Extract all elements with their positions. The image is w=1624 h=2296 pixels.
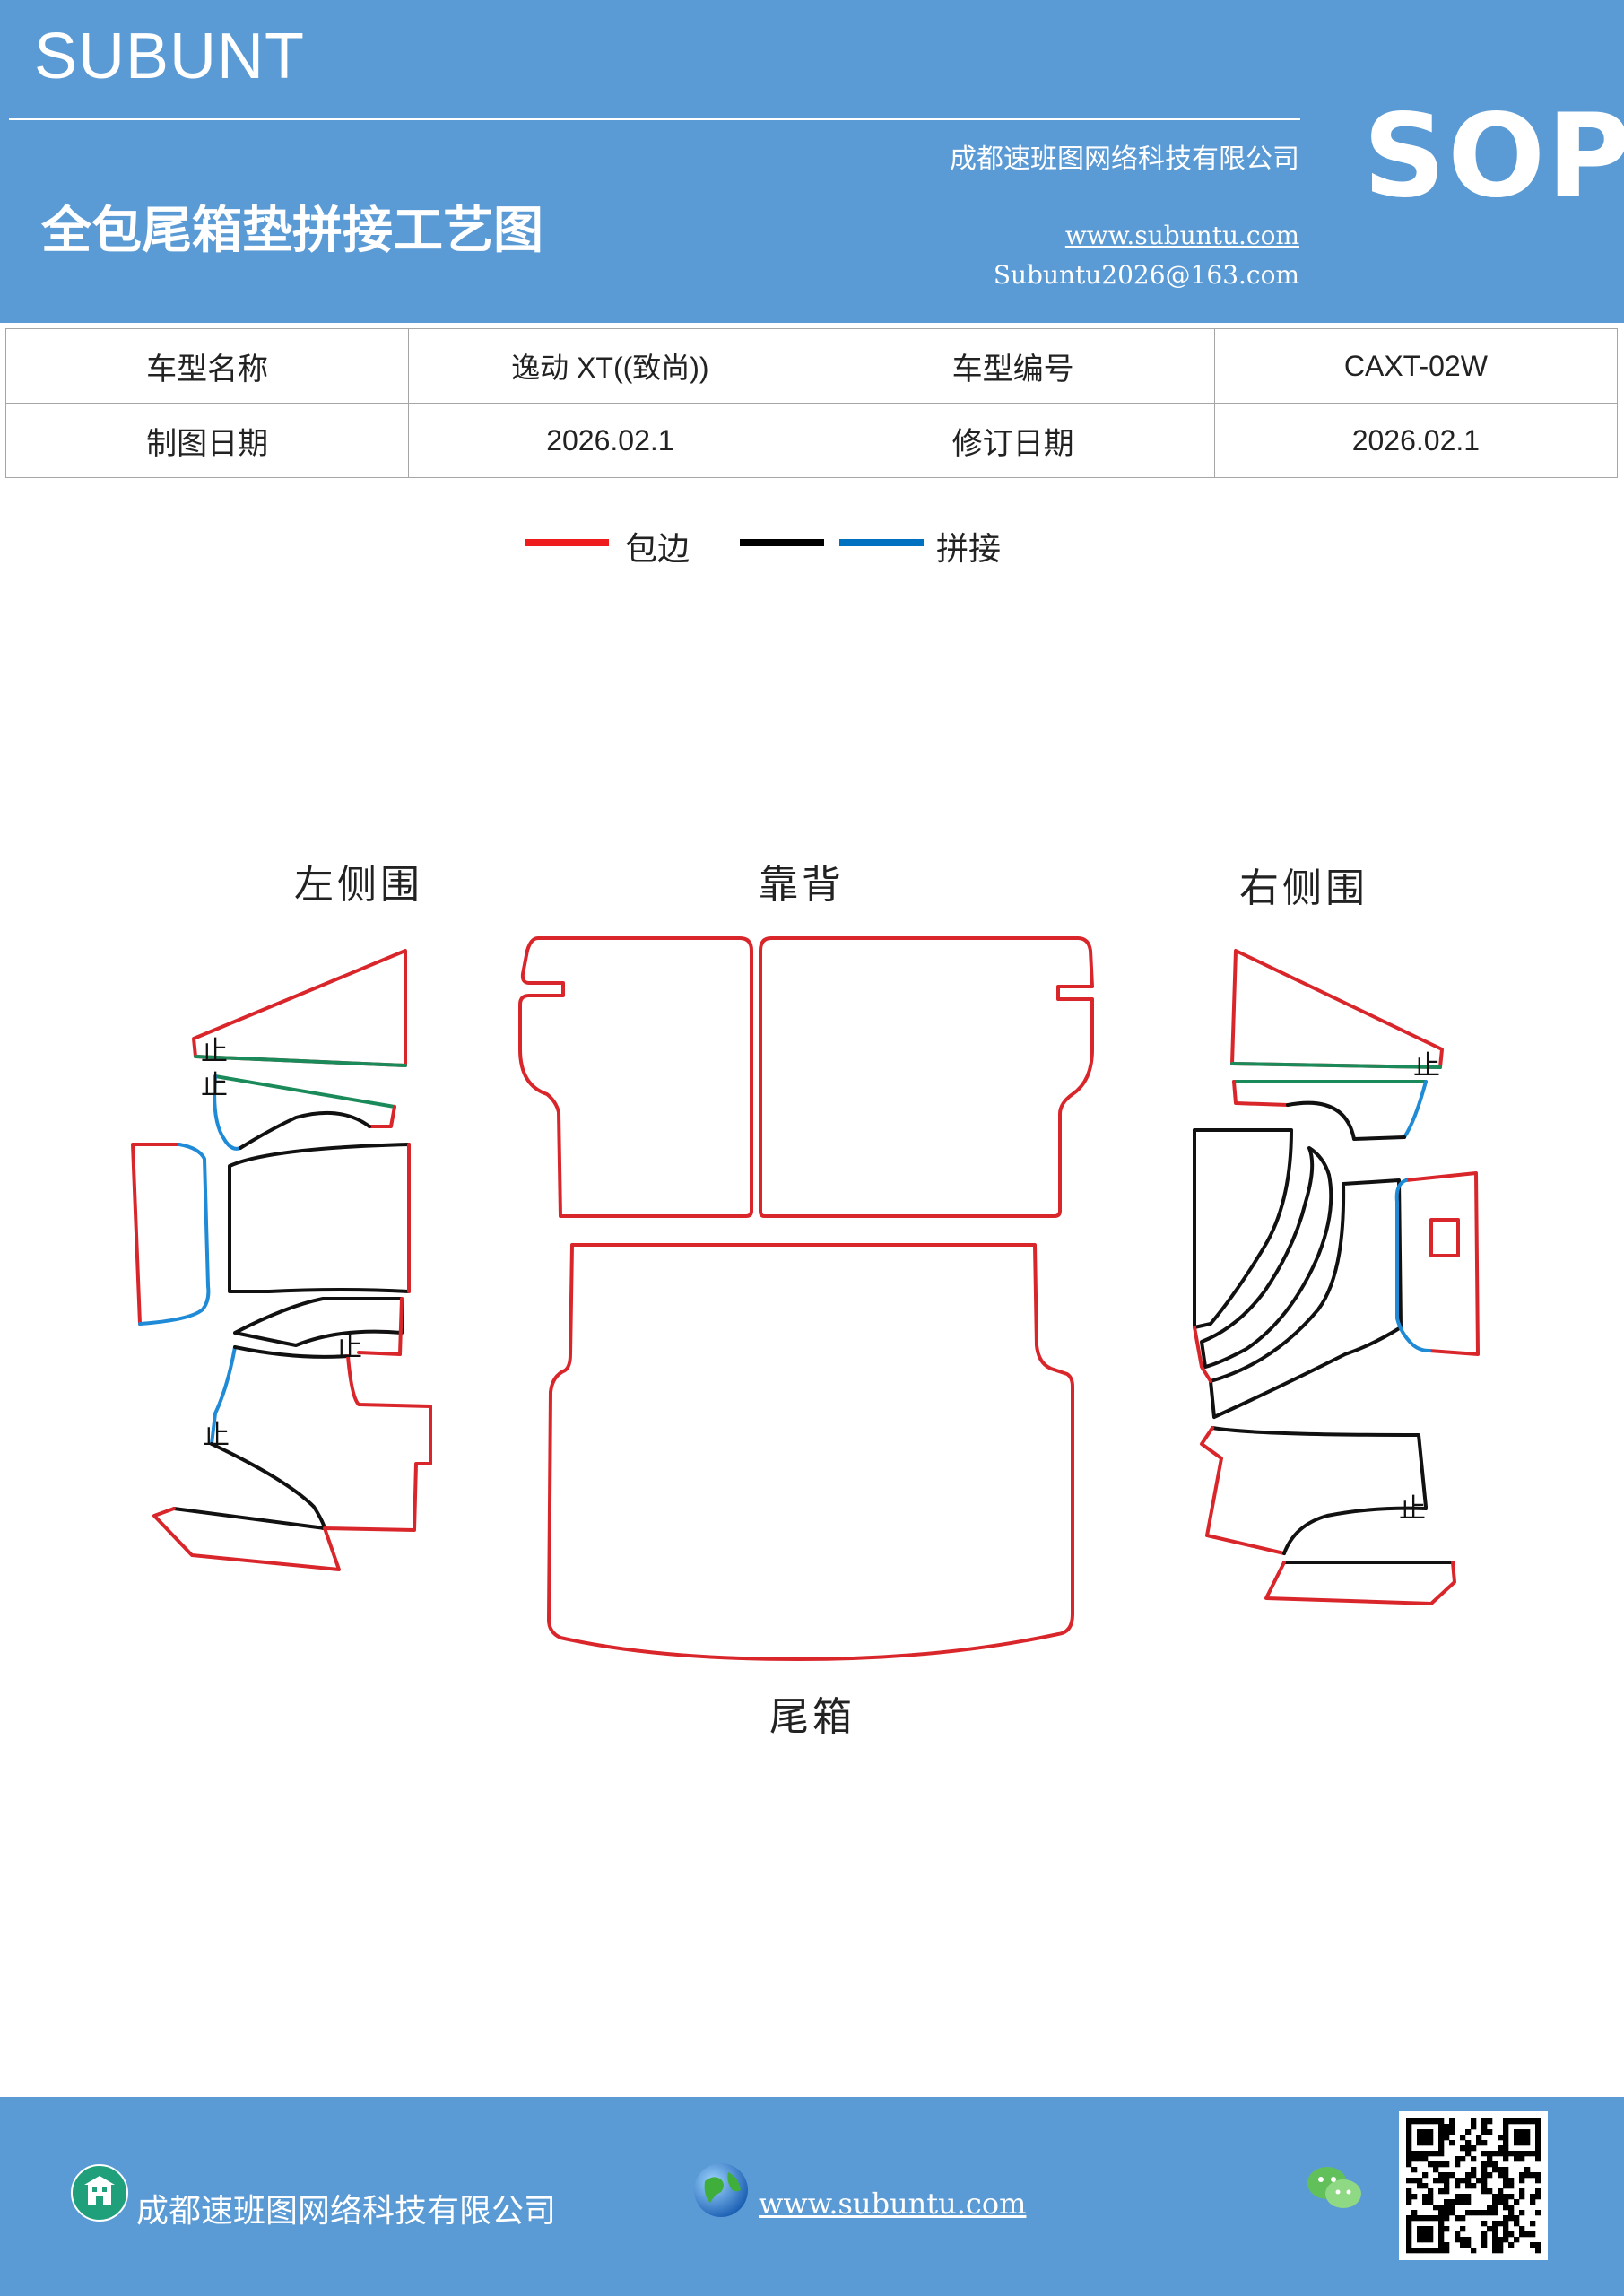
left-top-seam	[194, 1055, 407, 1067]
building-icon	[71, 2164, 128, 2222]
model-code-label: 车型编号	[811, 328, 1215, 404]
legend: 包边 拼接	[0, 525, 1624, 578]
trunk-floor	[547, 1243, 1074, 1661]
left-sill-edge	[152, 1507, 341, 1571]
right-top-piece	[1230, 949, 1444, 1069]
left-lower-small-edge	[357, 1297, 404, 1356]
header-divider	[9, 118, 1300, 120]
left-lower-panel-edge	[321, 1354, 432, 1532]
footer-website-link[interactable]: www.subuntu.com	[759, 2187, 1027, 2221]
footer-company-name: 成都速班图网络科技有限公司	[136, 2193, 557, 2230]
left-outer-panel-edge	[131, 1143, 181, 1326]
diagram-drawing: 止 止 止 止 止 止	[131, 936, 1480, 1661]
right-curve-seam-1	[1286, 1100, 1406, 1141]
left-lower-blue-seam	[210, 1345, 237, 1446]
right-outer-panel-edge	[1404, 1171, 1480, 1356]
right-inner-piece-1	[1193, 1128, 1293, 1329]
sop-badge: SOP	[1363, 90, 1624, 223]
right-strip-blue-seam	[1403, 1080, 1428, 1139]
stop-mark: 止	[1413, 1050, 1440, 1082]
website-link[interactable]: www.subuntu.com	[1064, 221, 1299, 250]
right-lower-seam-curve	[1282, 1506, 1428, 1555]
header-banner: SUBUNT 全包尾箱垫拼接工艺图 成都速班图网络科技有限公司 www.subu…	[0, 0, 1624, 323]
label-left-side: 左侧围	[294, 862, 423, 908]
label-back: 靠背	[759, 862, 845, 908]
legend-swatch-red	[525, 539, 609, 546]
email-address: Subuntu2026@163.com	[993, 260, 1299, 290]
left-lower-black-seam	[210, 1442, 326, 1530]
wechat-icon[interactable]	[1304, 2161, 1365, 2215]
right-inner-piece-3	[1209, 1178, 1403, 1419]
model-name-value: 逸动 XT((致尚))	[408, 328, 812, 404]
right-outer-panel-seam	[1394, 1178, 1431, 1352]
draw-date-label: 制图日期	[4, 403, 410, 478]
left-lower-black-seam-top	[233, 1345, 350, 1359]
left-outer-panel-seam	[138, 1143, 211, 1326]
left-mid-panel-seam	[228, 1143, 411, 1293]
company-name: 成都速班图网络科技有限公司	[950, 144, 1299, 175]
legend-swatch-black	[740, 539, 824, 546]
model-code-value: CAXT-02W	[1213, 328, 1619, 404]
right-lower-seam-top	[1211, 1426, 1428, 1509]
back-left-panel	[518, 936, 753, 1218]
right-inner-edge	[1193, 1326, 1212, 1383]
stop-mark: 止	[201, 1070, 228, 1101]
footer-banner: 成都速班图网络科技有限公司 www.subuntu.com	[0, 2097, 1624, 2296]
brand-name: SUBUNT	[34, 21, 306, 92]
left-strip-top-seam	[213, 1074, 396, 1109]
revision-date-label: 修订日期	[811, 403, 1215, 478]
right-sill-edge	[1264, 1561, 1456, 1605]
left-strip-black-seam	[239, 1110, 371, 1150]
info-table: 车型名称 逸动 XT((致尚)) 车型编号 CAXT-02W 制图日期 2026…	[4, 328, 1619, 478]
stop-mark: 止	[201, 1036, 228, 1067]
revision-date-value: 2026.02.1	[1213, 403, 1619, 478]
table-row: 车型名称 逸动 XT((致尚)) 车型编号 CAXT-02W	[4, 328, 1619, 404]
right-top-seam	[1230, 1062, 1442, 1069]
right-outer-panel-cutout	[1429, 1218, 1460, 1257]
left-lower-small-seam	[233, 1297, 404, 1347]
label-trunk: 尾箱	[769, 1694, 855, 1740]
left-sill-seam	[172, 1507, 326, 1530]
legend-label-seam: 拼接	[936, 531, 1002, 568]
right-lower-edge	[1200, 1426, 1286, 1555]
left-strip-blue-seam	[213, 1074, 242, 1151]
draw-date-value: 2026.02.1	[408, 403, 812, 478]
right-inner-piece-2	[1200, 1146, 1333, 1369]
stop-mark: 止	[335, 1332, 362, 1363]
label-right-side: 右侧围	[1239, 865, 1368, 911]
qr-code[interactable]	[1399, 2111, 1548, 2260]
globe-icon	[694, 2163, 748, 2217]
stop-mark: 止	[1399, 1493, 1426, 1525]
right-strip-edge	[1232, 1080, 1290, 1107]
legend-swatch-blue	[839, 539, 924, 546]
model-name-label: 车型名称	[4, 328, 410, 404]
left-strip-edge	[368, 1105, 396, 1128]
table-row: 制图日期 2026.02.1 修订日期 2026.02.1	[4, 403, 1619, 478]
splicing-diagram: 左侧围 靠背 右侧围 尾箱	[0, 825, 1624, 1758]
legend-label-edge: 包边	[625, 531, 690, 568]
document-title: 全包尾箱垫拼接工艺图	[41, 202, 543, 260]
qr-code-pattern	[1406, 2118, 1541, 2254]
back-right-panel	[759, 936, 1094, 1218]
stop-mark: 止	[203, 1420, 230, 1451]
